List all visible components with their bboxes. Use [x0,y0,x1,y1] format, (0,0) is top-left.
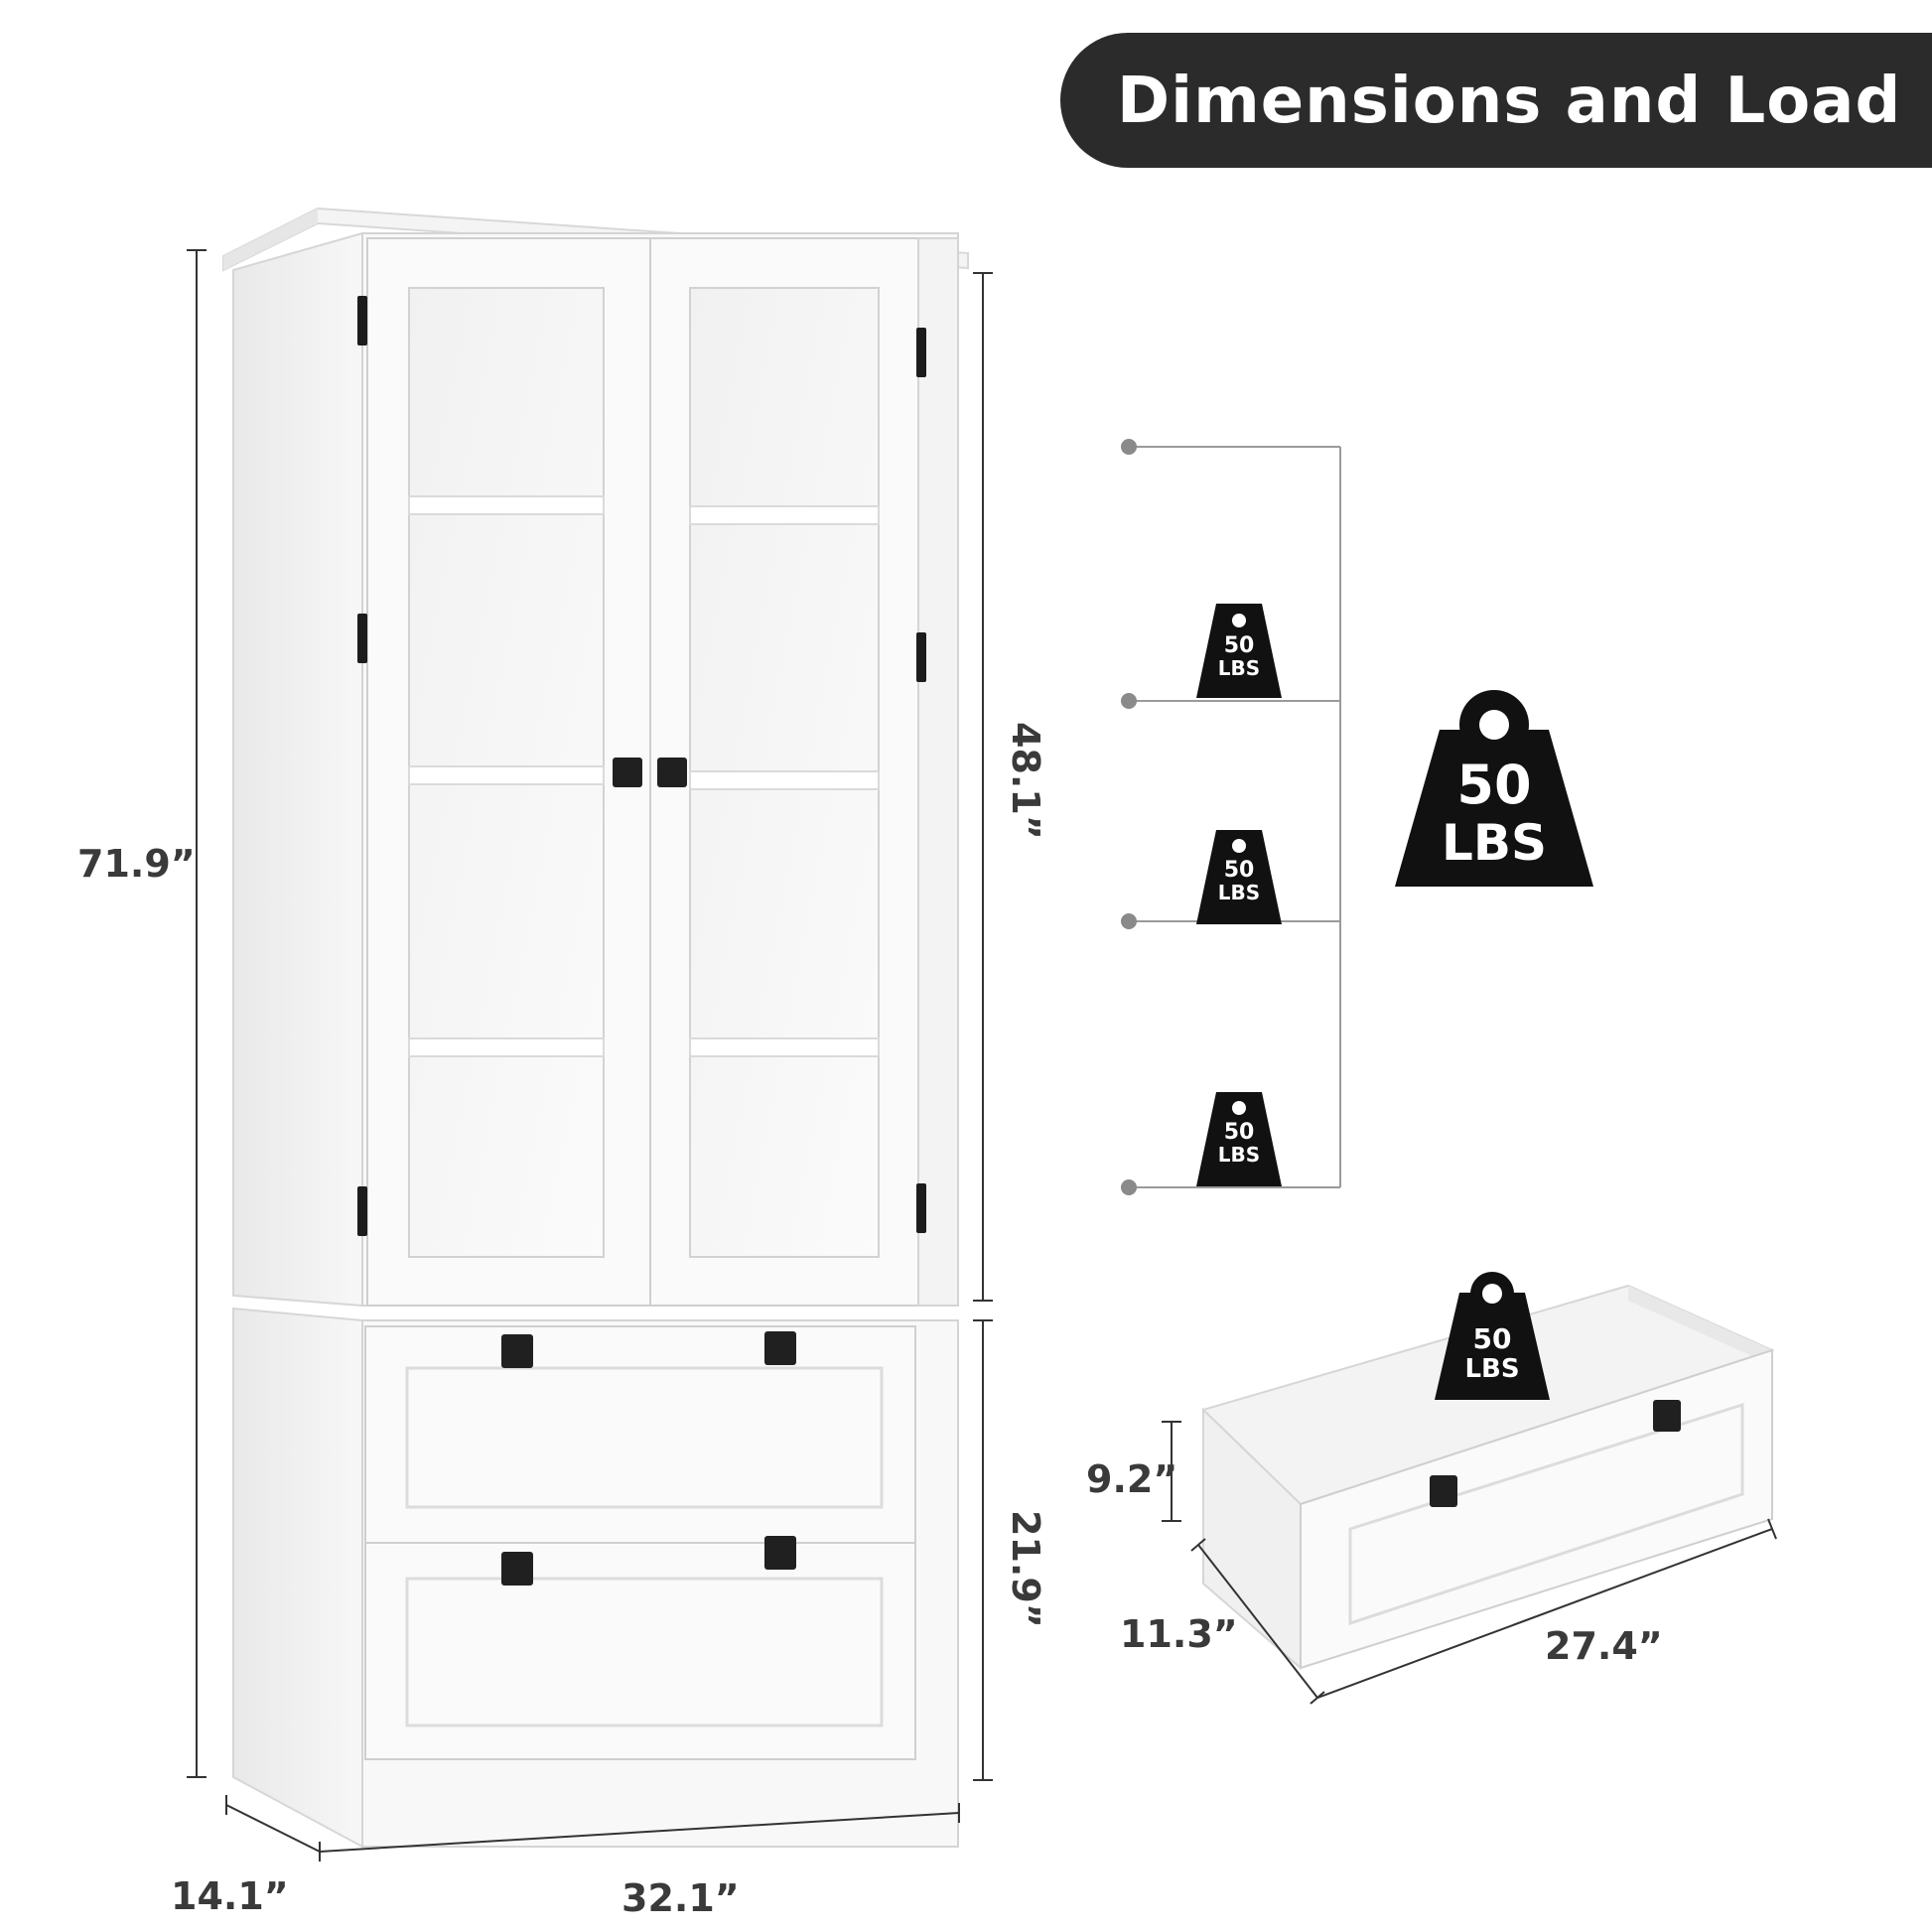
total-height-label: 71.9” [77,842,196,886]
load-unit: LBS [1442,814,1547,872]
main-load-badge: 50 LBS [1395,754,1593,873]
shelf-load-badge-1: 50 LBS [1196,633,1282,680]
cabinet-dimension-lines [187,249,993,1862]
cabinet-side-lower [232,1307,363,1849]
weight-icon [1196,604,1593,1400]
load-unit: LBS [1217,881,1261,904]
drawer-top [364,1325,916,1544]
load-unit: LBS [1217,1143,1261,1167]
width-label: 32.1” [621,1876,740,1920]
load-value: 50 [1223,633,1255,658]
load-unit: LBS [1464,1354,1520,1384]
shelf-dots [1121,439,1137,1195]
drawer-height-label: 9.2” [1086,1457,1178,1501]
drawer-knobs [501,1331,796,1586]
load-value: 50 [1456,754,1532,816]
cabinet-side-upper [232,231,363,1308]
shelves [408,495,880,1057]
cabinet [222,207,969,1849]
shelf-load-badge-2: 50 LBS [1196,858,1282,904]
load-value: 50 [1472,1322,1512,1355]
upper-height-label: 48.1” [1004,722,1047,840]
drawer-width-label: 27.4” [1545,1624,1663,1668]
drawer-depth-label: 11.3” [1120,1612,1238,1656]
lower-height-label: 21.9” [1004,1510,1047,1628]
hinges [357,296,926,1236]
load-unit: LBS [1217,656,1261,680]
header-banner [1060,33,1932,168]
door-knobs [613,758,687,787]
depth-label: 14.1” [171,1874,289,1918]
drawer-dimension-lines [1162,1421,1777,1705]
load-value: 50 [1223,858,1255,883]
page-title: Dimensions and Load [1117,65,1902,138]
shelf-load-badge-3: 50 LBS [1196,1120,1282,1167]
drawer-load-badge: 50 LBS [1435,1322,1550,1385]
shelf-load-lines [1129,446,1341,1188]
load-value: 50 [1223,1120,1255,1145]
